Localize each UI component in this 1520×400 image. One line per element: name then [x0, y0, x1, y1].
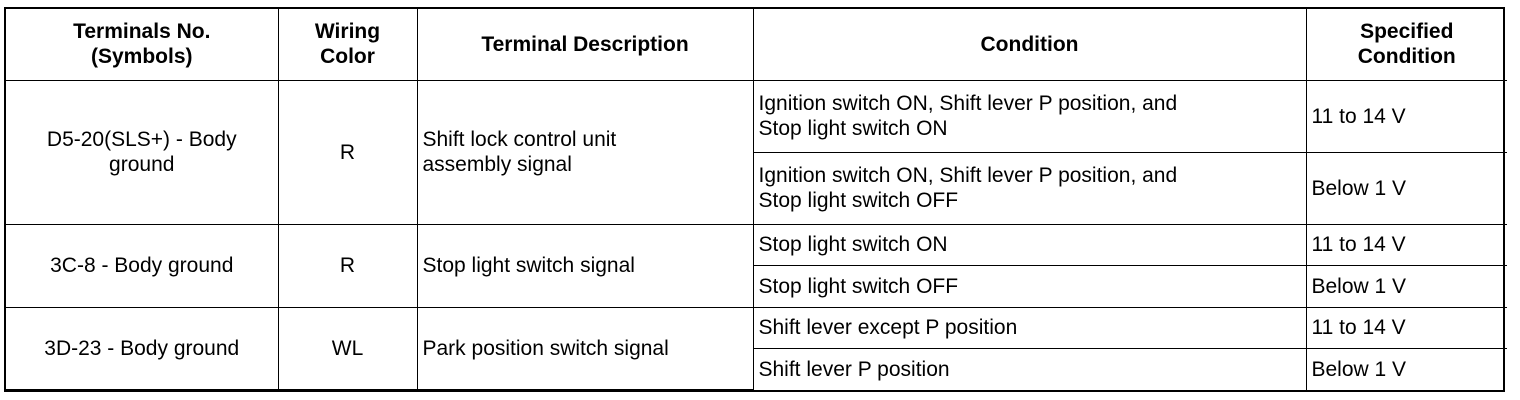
description-cell: Stop light switch signal	[416, 223, 754, 308]
condition-cell: Stop light switch ON	[752, 223, 1307, 267]
terminal-cell: 3C-8 - Body ground	[6, 223, 279, 308]
terminal-cell: 3D-23 - Body ground	[6, 306, 279, 390]
wiring-color-cell: WL	[277, 306, 418, 390]
condition-cell: Stop light switch OFF	[753, 265, 1307, 308]
header-terminal-description: Terminal Description	[416, 9, 754, 81]
header-condition: Condition	[752, 9, 1307, 81]
wiring-color-cell: R	[277, 79, 418, 225]
table-row: Ignition switch ON, Shift lever P positi…	[6, 151, 1507, 225]
condition-cell: Shift lever P position	[753, 347, 1307, 390]
condition-cell: Shift lever except P position	[752, 306, 1307, 349]
header-terminals: Terminals No.(Symbols)	[6, 9, 279, 81]
wiring-color-cell: R	[277, 223, 418, 308]
specified-condition-cell: 11 to 14 V	[1305, 223, 1507, 267]
table-row: 3D-23 - Body ground WL Park position swi…	[6, 306, 1507, 390]
condition-cell: Ignition switch ON, Shift lever P positi…	[753, 151, 1307, 225]
description-cell: Park position switch signal	[416, 306, 754, 390]
specified-condition-cell: Below 1 V	[1305, 151, 1507, 225]
specified-condition-cell: 11 to 14 V	[1305, 79, 1507, 153]
table-row: Shift lever P position Below 1 V	[6, 347, 1507, 390]
specified-condition-cell: Below 1 V	[1305, 265, 1507, 308]
table-row: 3C-8 - Body ground R Stop light switch s…	[6, 223, 1507, 308]
specified-condition-cell: 11 to 14 V	[1305, 306, 1507, 349]
specified-condition-cell: Below 1 V	[1305, 347, 1507, 390]
condition-cell: Ignition switch ON, Shift lever P positi…	[752, 79, 1307, 153]
